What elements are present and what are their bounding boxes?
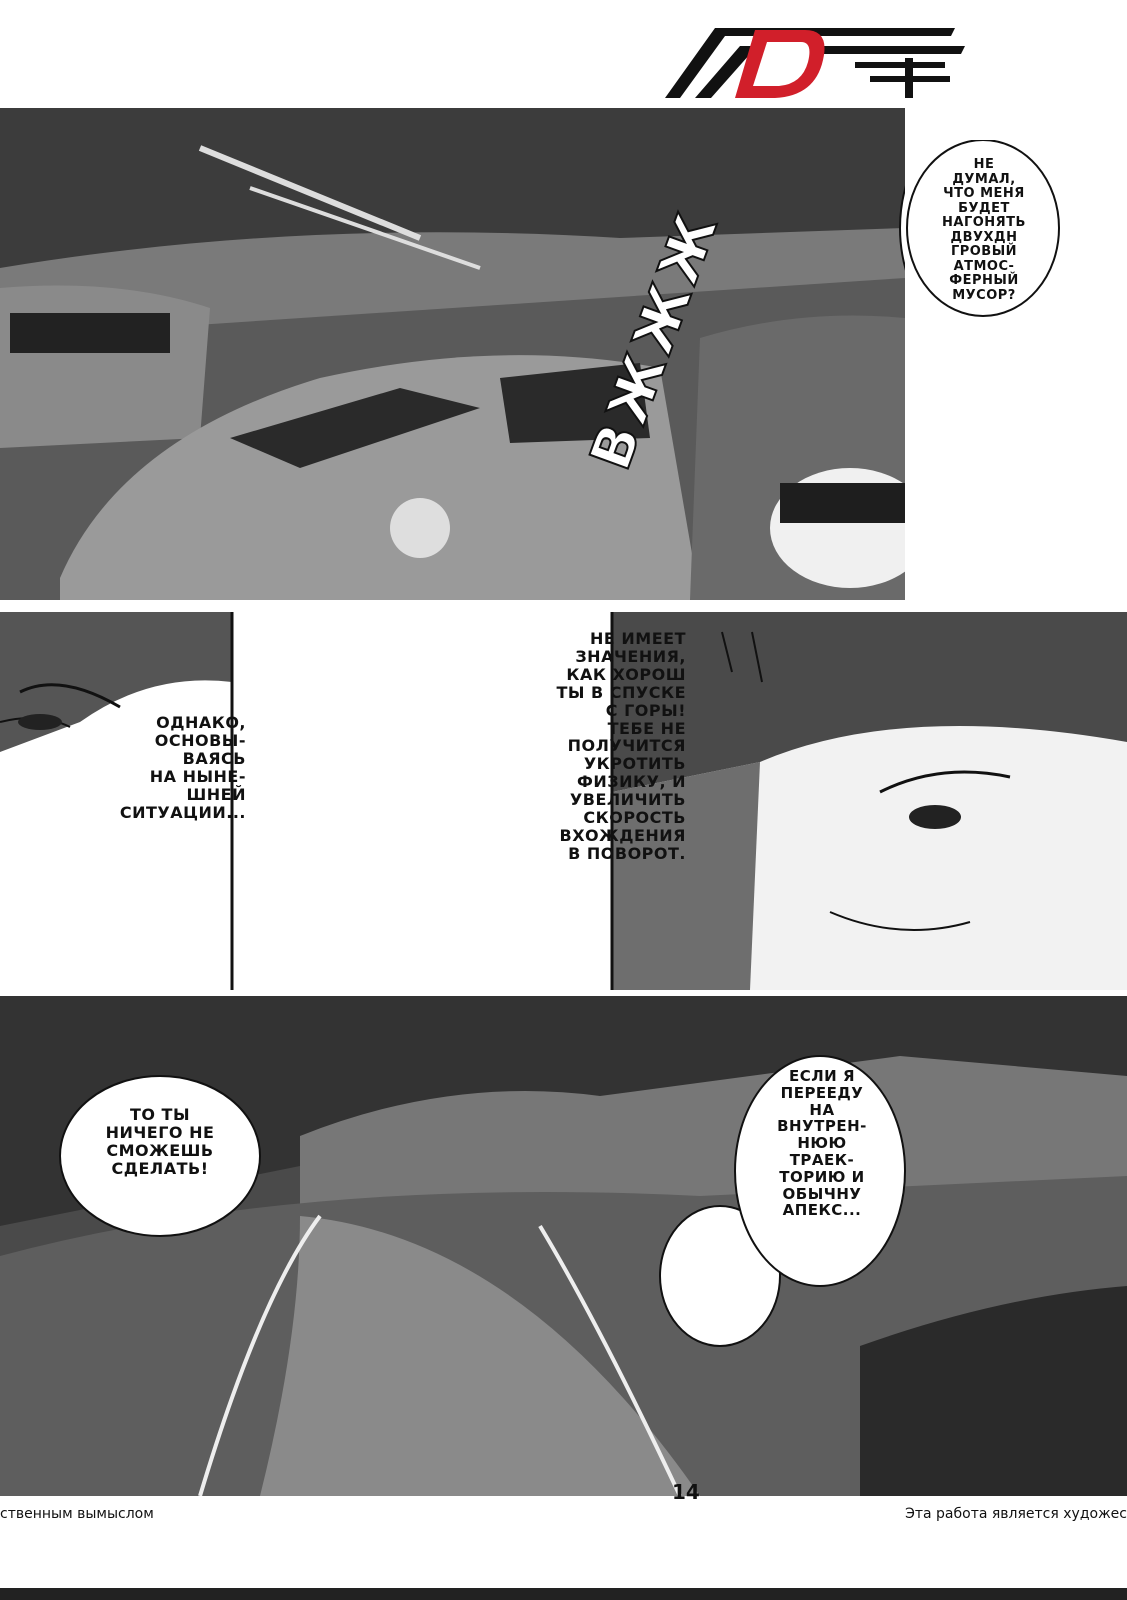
cars-illustration: [0, 108, 905, 600]
panel-road: ТО ТЫ НИЧЕГО НЕ СМОЖЕШЬ СДЕЛАТЬ! ЕСЛИ Я …: [0, 996, 1127, 1496]
narration-middle: НЕ ИМЕЕТ ЗНАЧЕНИЯ, КАК ХОРОШ ТЫ В СПУСКЕ…: [556, 629, 686, 863]
panel1-bubble-text: НЕ ДУМАЛ, ЧТО МЕНЯ БУДЕТ НАГОНЯТЬ ДВУХДН…: [942, 157, 1026, 303]
speech-bubble-left: ТО ТЫ НИЧЕГО НЕ СМОЖЕШЬ СДЕЛАТЬ!: [105, 1105, 215, 1178]
bottom-bar: [0, 1588, 1127, 1600]
footer-right-caption: Эта работа является художес: [905, 1506, 1127, 1522]
faces-illustration: [0, 612, 1127, 990]
series-logo: [655, 18, 995, 103]
page-number: 14: [672, 1480, 700, 1504]
panel-faces: ОДНАКО, ОСНОВЫ- ВАЯСЬ НА НЫНЕ- ШНЕЙ СИТУ…: [0, 612, 1127, 990]
footer-left-caption: ственным вымыслом: [0, 1506, 154, 1522]
speech-bubble-right: ЕСЛИ Я ПЕРЕЕДУ НА ВНУТРЕН- НЮЮ ТРАЕК- ТО…: [777, 1067, 867, 1220]
speech-bubble-panel1: [906, 140, 1060, 317]
panel-cars: НЕ ДУМАЛ, ЧТО МЕНЯ БУДЕТ НАГОНЯТЬ ДВУХДН…: [0, 108, 905, 600]
narration-left: ОДНАКО, ОСНОВЫ- ВАЯСЬ НА НЫНЕ- ШНЕЙ СИТУ…: [119, 713, 246, 822]
road-illustration: [0, 996, 1127, 1496]
